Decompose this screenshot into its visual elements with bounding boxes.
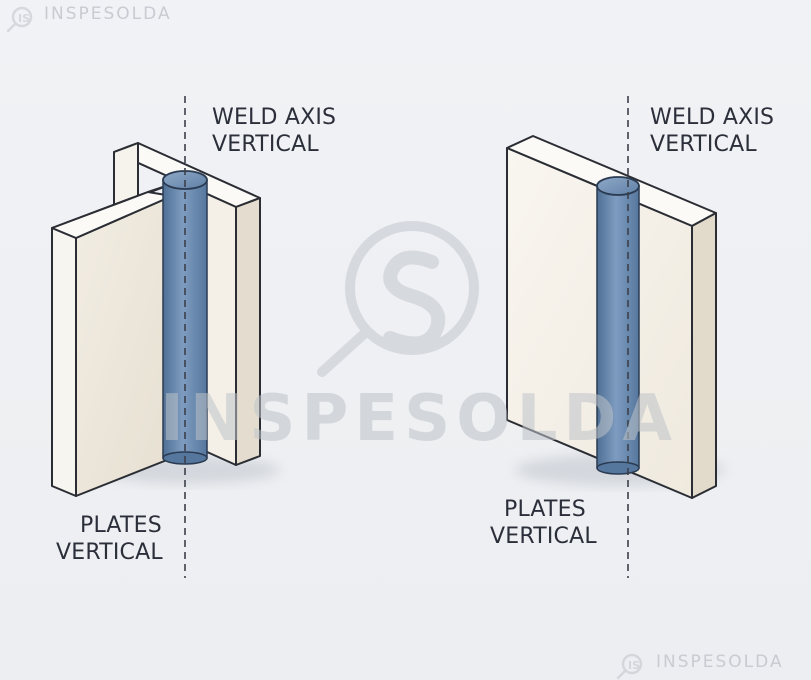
watermark-logo-icon-top: IS bbox=[6, 6, 33, 33]
right-weld-axis-label-line1: WELD AXIS bbox=[650, 105, 775, 130]
watermark-brand-bottom: INSPESOLDA bbox=[656, 652, 784, 672]
left-front-plate bbox=[51, 183, 173, 497]
left-weld-axis-label: WELD AXIS VERTICAL bbox=[212, 104, 336, 158]
right-plates-label: PLATES VERTICAL bbox=[490, 496, 597, 550]
right-butt-joint bbox=[506, 96, 725, 578]
left-weld-axis-label-line1: WELD AXIS bbox=[212, 105, 337, 130]
left-plates-label-line2: VERTICAL bbox=[56, 540, 163, 565]
svg-text:IS: IS bbox=[18, 12, 30, 25]
right-plates-label-line1: PLATES bbox=[504, 497, 586, 522]
svg-text:IS: IS bbox=[628, 659, 640, 672]
left-plates-label: PLATES VERTICAL bbox=[56, 512, 163, 566]
right-plates-label-line2: VERTICAL bbox=[490, 524, 597, 549]
right-weld-bead bbox=[596, 176, 640, 475]
watermark-brand-top: INSPESOLDA bbox=[44, 4, 172, 24]
watermark-brand-center: INSPESOLDA bbox=[160, 382, 679, 456]
left-weld-axis-label-line2: VERTICAL bbox=[212, 132, 319, 157]
watermark-magnifier-icon bbox=[317, 221, 479, 377]
left-tee-joint bbox=[51, 96, 280, 578]
right-weld-axis-label: WELD AXIS VERTICAL bbox=[650, 104, 774, 158]
right-weld-axis-label-line2: VERTICAL bbox=[650, 132, 757, 157]
watermark-logo-icon-bottom: IS bbox=[616, 653, 643, 680]
left-plates-label-line1: PLATES bbox=[80, 513, 162, 538]
